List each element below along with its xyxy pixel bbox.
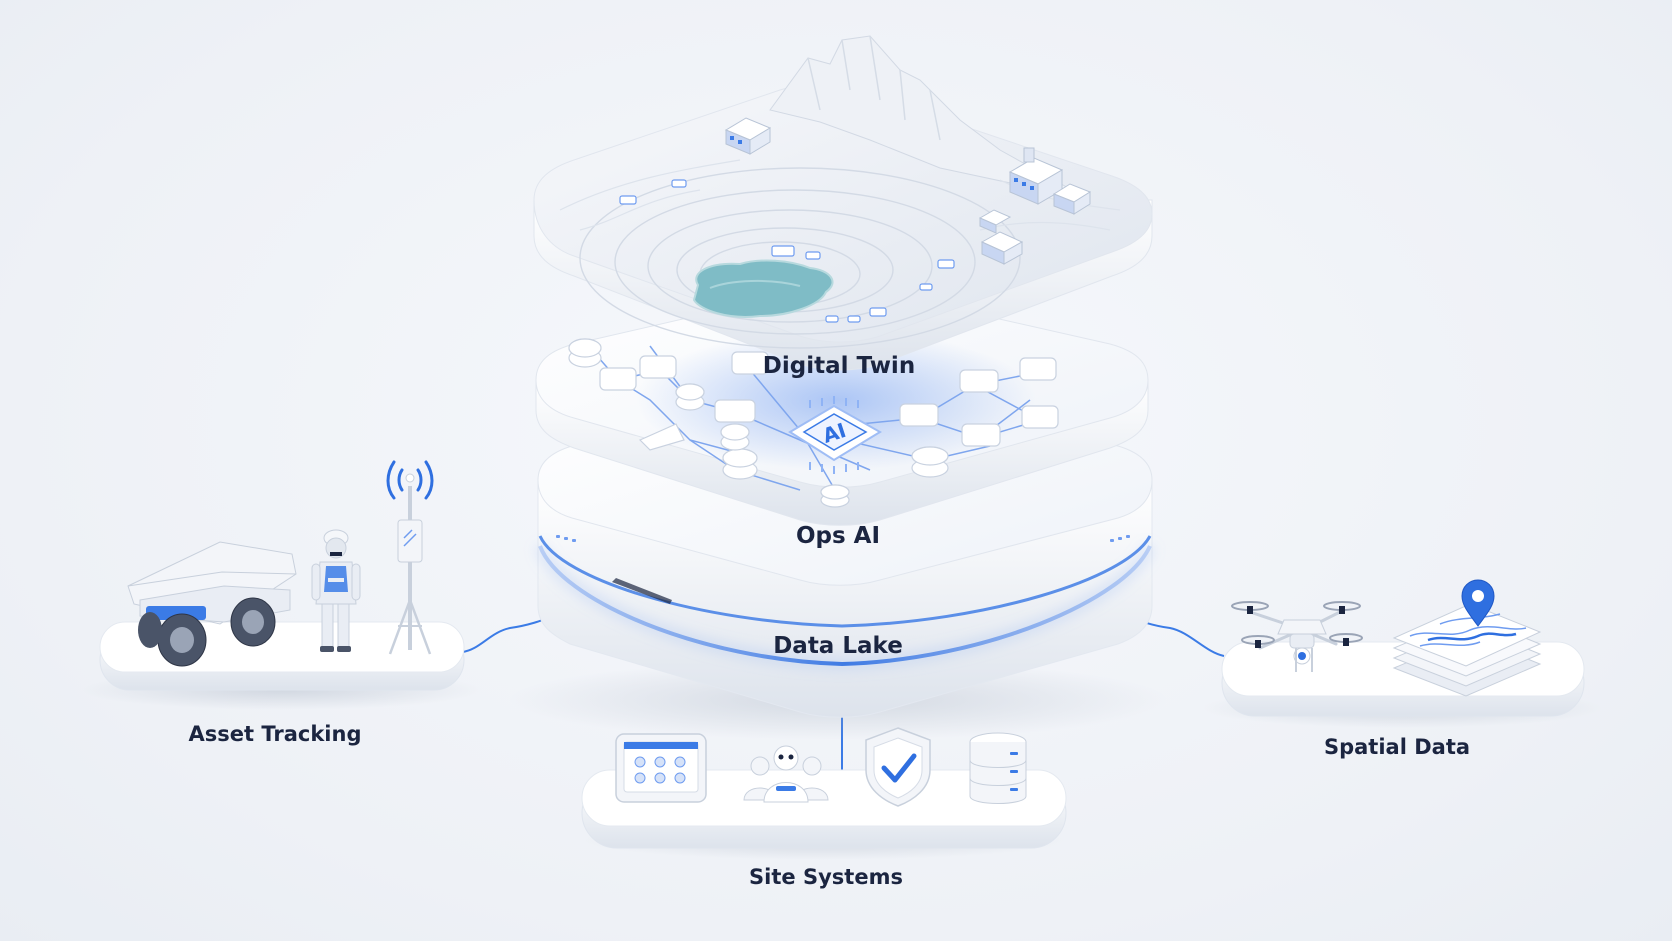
site-systems-module bbox=[581, 727, 1067, 860]
database-icon bbox=[969, 732, 1027, 804]
radio-tower-icon bbox=[386, 460, 434, 655]
site-buildings bbox=[724, 117, 1092, 265]
location-pin-icon bbox=[1461, 579, 1495, 627]
digital-twin-layer bbox=[533, 35, 1153, 371]
ops-ai-layer: AI bbox=[535, 287, 1149, 526]
ai-chip-icon: AI bbox=[788, 396, 882, 474]
pit-water bbox=[692, 259, 834, 318]
site-systems-label: Site Systems bbox=[749, 865, 903, 889]
asset-tracking-label: Asset Tracking bbox=[188, 722, 362, 746]
mine-vehicles bbox=[619, 179, 955, 323]
data-lake-label: Data Lake bbox=[773, 633, 903, 659]
signal-waves-icon bbox=[386, 460, 434, 500]
spatial-data-module bbox=[1202, 579, 1602, 728]
spatial-data-label: Spatial Data bbox=[1323, 735, 1471, 759]
network-nodes bbox=[568, 338, 1059, 508]
ops-ai-label: Ops AI bbox=[795, 523, 881, 549]
haul-truck-icon bbox=[127, 541, 297, 667]
team-icon bbox=[743, 745, 829, 803]
worker-icon bbox=[311, 529, 361, 652]
drone-icon bbox=[1231, 601, 1363, 672]
layered-map-icon bbox=[1392, 603, 1542, 697]
dashboard-monitor-icon bbox=[615, 733, 707, 803]
mountain-peak bbox=[769, 35, 1091, 201]
shield-check-icon bbox=[865, 727, 931, 807]
digital-twin-label: Digital Twin bbox=[762, 353, 916, 379]
asset-tracking-module bbox=[82, 460, 482, 710]
